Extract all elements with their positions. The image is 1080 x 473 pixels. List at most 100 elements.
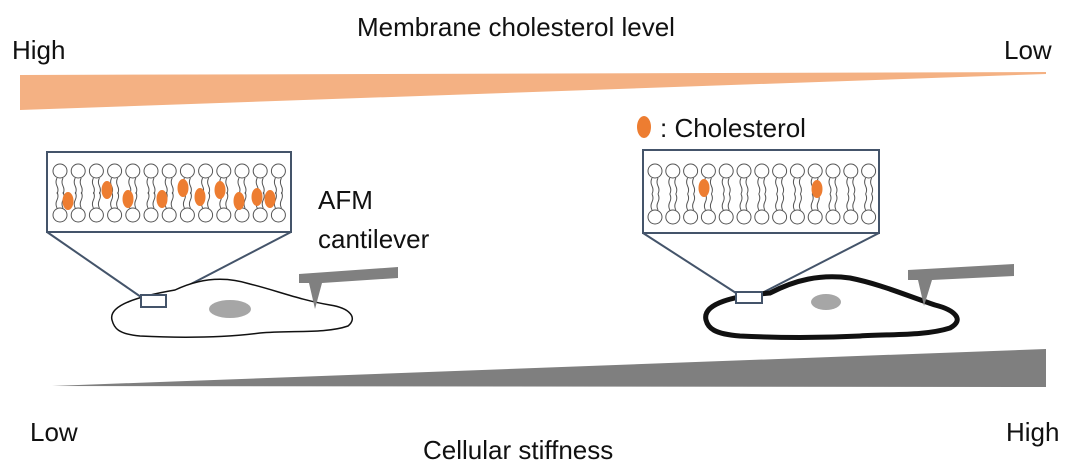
- lipid-tail: [188, 191, 192, 209]
- lipid-head: [107, 207, 123, 223]
- lipid-tail: [188, 177, 192, 195]
- lipid-tail: [757, 193, 761, 211]
- zoom-line-right-a: [642, 232, 737, 294]
- lipid-tail: [116, 177, 120, 195]
- lipid-tail: [207, 177, 211, 195]
- lipid-tail: [692, 177, 696, 195]
- cholesterol-molecule: [194, 188, 206, 206]
- lipid-tail: [828, 193, 832, 211]
- lipid-head: [683, 163, 699, 179]
- lipid-tail: [828, 177, 832, 195]
- cholesterol-legend-label: : Cholesterol: [660, 113, 806, 143]
- lipid-tail: [852, 193, 856, 211]
- lipid-head: [789, 209, 805, 225]
- lipid-tail: [55, 191, 59, 209]
- lipid-head: [647, 209, 663, 225]
- lipid-tail: [152, 177, 156, 195]
- lipid-head: [52, 207, 68, 223]
- lipid-tail: [692, 193, 696, 211]
- lipid-head: [665, 209, 681, 225]
- lipid-tail: [674, 177, 678, 195]
- lipid-tail: [261, 177, 265, 195]
- lipid-head: [88, 163, 104, 179]
- cholesterol-molecule: [811, 180, 823, 198]
- lipid-tail: [864, 177, 868, 195]
- lipid-tail: [727, 177, 731, 195]
- lipid-head: [52, 163, 68, 179]
- lipid-head: [70, 207, 86, 223]
- lipid-tail: [834, 193, 838, 211]
- lipid-head: [234, 163, 250, 179]
- lipid-tail: [279, 191, 283, 209]
- stiffness-axis-title: Cellular stiffness: [423, 435, 614, 465]
- cholesterol-molecule: [698, 179, 710, 197]
- lipid-head: [70, 163, 86, 179]
- lipid-head: [843, 163, 859, 179]
- lipid-head: [125, 163, 141, 179]
- lipid-head: [843, 209, 859, 225]
- panel-left: [46, 151, 398, 338]
- lipid-tail: [164, 177, 168, 195]
- lipid-tail: [146, 191, 150, 209]
- lipid-tail: [650, 193, 654, 211]
- nucleus-right: [811, 294, 841, 310]
- cholesterol-molecule: [233, 192, 245, 210]
- lipid-tail: [261, 191, 265, 209]
- lipid-tail: [110, 191, 114, 209]
- lipid-tail: [792, 193, 796, 211]
- lipid-head: [861, 209, 877, 225]
- lipid-head: [216, 163, 232, 179]
- lipid-tail: [810, 193, 814, 211]
- lipid-head: [754, 163, 770, 179]
- cholesterol-legend-icon: [637, 116, 651, 138]
- lipid-tail: [763, 193, 767, 211]
- lipid-tail: [170, 177, 174, 195]
- lipid-tail: [243, 177, 247, 195]
- lipid-tail: [757, 177, 761, 195]
- cholesterol-molecule: [122, 190, 134, 208]
- lipid-tail: [237, 177, 241, 195]
- lipid-tail: [834, 177, 838, 195]
- lipid-head: [718, 209, 734, 225]
- lipid-tail: [739, 177, 743, 195]
- lipid-tail: [668, 177, 672, 195]
- lipid-bilayer-left: [52, 163, 286, 223]
- cholesterol-molecule: [264, 190, 276, 208]
- lipid-head: [861, 163, 877, 179]
- zoom-region-left: [140, 294, 167, 308]
- lipid-tail: [686, 177, 690, 195]
- lipid-tail: [73, 191, 77, 209]
- lipid-tail: [225, 191, 229, 209]
- lipid-tail: [870, 177, 874, 195]
- cholesterol-molecule: [177, 179, 189, 197]
- lipid-head: [807, 163, 823, 179]
- cholesterol-molecule: [214, 181, 226, 199]
- lipid-tail: [745, 177, 749, 195]
- cholesterol-molecule: [156, 190, 168, 208]
- cholesterol-high-label: High: [12, 35, 66, 65]
- lipid-tail: [243, 191, 247, 209]
- lipid-head: [736, 163, 752, 179]
- lipid-tail: [721, 177, 725, 195]
- cholesterol-level-wedge: [20, 72, 1046, 110]
- afm-label-line1: AFM: [318, 185, 373, 215]
- lipid-tail: [745, 193, 749, 211]
- cholesterol-molecule: [101, 181, 113, 199]
- lipid-tail: [73, 177, 77, 195]
- stiffness-wedge: [52, 349, 1046, 387]
- lipid-head: [198, 207, 214, 223]
- lipid-head: [143, 207, 159, 223]
- panel-right: [642, 149, 1014, 340]
- cantilever-left: [299, 267, 398, 309]
- lipid-head: [125, 207, 141, 223]
- lipid-head: [807, 209, 823, 225]
- cantilever-right: [908, 264, 1014, 306]
- lipid-tail: [703, 193, 707, 211]
- lipid-head: [107, 163, 123, 179]
- lipid-head: [216, 207, 232, 223]
- lipid-head: [252, 207, 268, 223]
- lipid-tail: [91, 177, 95, 195]
- lipid-tail: [134, 177, 138, 195]
- lipid-tail: [775, 177, 779, 195]
- lipid-head: [234, 207, 250, 223]
